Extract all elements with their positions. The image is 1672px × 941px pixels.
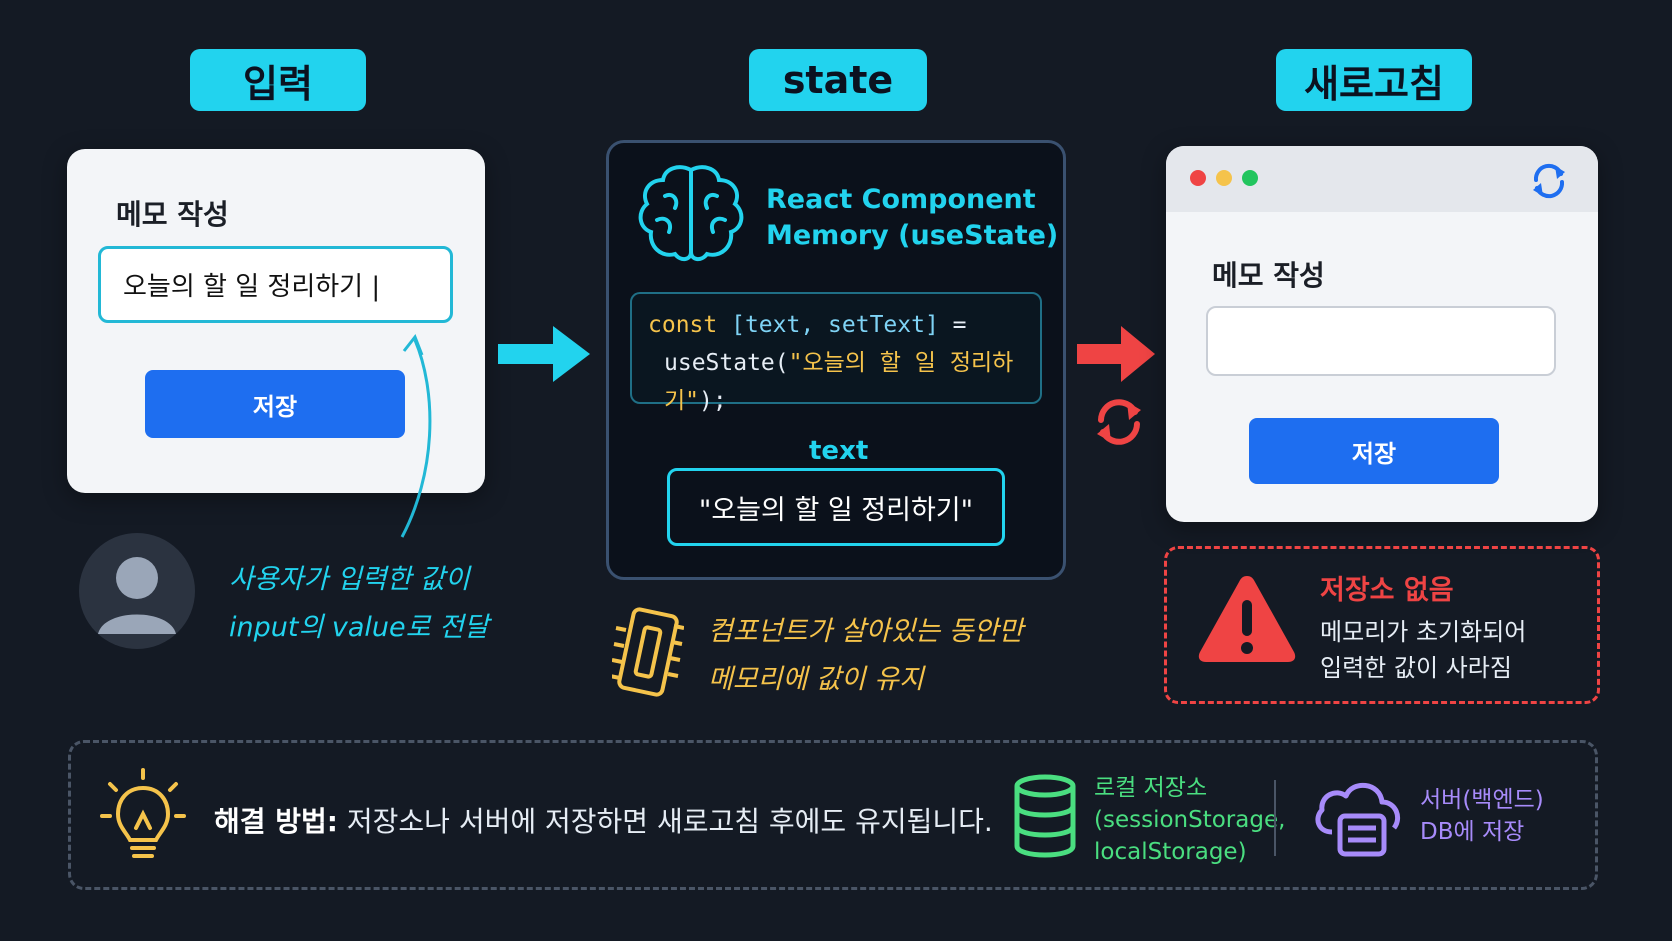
local-storage-line1: 로컬 저장소 [1094,775,1208,801]
refresh-save-button[interactable]: 저장 [1249,418,1499,484]
minimize-dot-icon[interactable] [1216,170,1232,186]
solution-text: 해결 방법: 저장소나 서버에 저장하면 새로고침 후에도 유지됩니다. [214,800,993,840]
memory-note-line2: 메모리에 값이 유지 [708,664,924,695]
solution-divider [1274,780,1276,856]
browser-refresh-icon[interactable] [1528,160,1570,202]
input-memo-card: 메모 작성 오늘의 할 일 정리하기 | 저장 [67,149,485,493]
memory-note-line1: 컴포넌트가 살아있는 동안만 [708,616,1024,647]
cloud-server-icon [1315,782,1400,857]
code-end: ); [699,388,727,414]
code-fn: useState( [664,350,789,376]
memo-input[interactable]: 오늘의 할 일 정리하기 | [98,246,453,323]
user-note-line2: input의 value로 전달 [229,612,489,643]
curved-arrow-icon [400,334,432,538]
state-heading: React Component Memory (useState) [766,182,1058,254]
brain-icon [638,165,744,261]
solution-box [68,740,1598,890]
local-storage-line3: localStorage) [1094,839,1247,865]
state-column-title: state [749,49,927,111]
warning-triangle-icon [1198,576,1296,662]
warning-line2: 입력한 값이 사라짐 [1320,654,1512,682]
lightbulb-icon [100,768,186,858]
save-button[interactable]: 저장 [145,370,405,438]
input-card-title: 메모 작성 [116,198,229,231]
red-arrow-right-icon [1077,326,1155,382]
server-db-label: 서버(백엔드) DB에 저장 [1420,784,1544,848]
empty-memo-input[interactable] [1206,306,1556,376]
red-refresh-icon [1097,399,1141,445]
refreshed-browser-window: 메모 작성 저장 [1166,146,1598,522]
warning-title: 저장소 없음 [1320,575,1454,606]
state-heading-line1: React Component [766,184,1036,215]
arrow-right-icon [498,326,590,382]
usestate-code-block: const [text, setText] = useState("오늘의 할 … [630,292,1042,414]
code-arg: "오늘의 할 일 정리하기" [664,350,1014,414]
local-storage-label: 로컬 저장소 (sessionStorage, localStorage) [1094,772,1285,868]
solution-description: 저장소나 서버에 저장하면 새로고침 후에도 유지됩니다. [338,805,993,838]
state-heading-line2: Memory (useState) [766,220,1059,251]
solution-bold: 해결 방법: [214,805,338,838]
no-storage-warning [1164,546,1600,704]
local-storage-line2: (sessionStorage, [1094,807,1286,833]
server-line2: DB에 저장 [1420,819,1525,845]
database-icon [1014,774,1076,858]
code-vars: [text, setText] [731,312,939,338]
warning-description: 메모리가 초기화되어 입력한 값이 사라짐 [1320,614,1526,686]
refresh-card-title: 메모 작성 [1212,259,1325,292]
browser-titlebar [1166,146,1598,212]
code-eq: = [938,312,967,338]
input-column-title: 입력 [190,49,366,111]
user-avatar-icon [79,533,195,649]
memory-note: 컴포넌트가 살아있는 동안만 메모리에 값이 유지 [708,608,1023,704]
user-note-line1: 사용자가 입력한 값이 [229,564,470,595]
warning-line1: 메모리가 초기화되어 [1320,618,1527,646]
text-state-value: "오늘의 할 일 정리하기" [667,468,1005,546]
refresh-column-title: 새로고침 [1276,49,1472,111]
text-state-label: text [809,436,869,466]
close-dot-icon[interactable] [1190,170,1206,186]
user-input-note: 사용자가 입력한 값이 input의 value로 전달 [229,556,489,652]
memory-chip-icon [612,607,684,697]
maximize-dot-icon[interactable] [1242,170,1258,186]
server-line1: 서버(백엔드) [1420,787,1544,813]
code-const: const [648,312,718,338]
